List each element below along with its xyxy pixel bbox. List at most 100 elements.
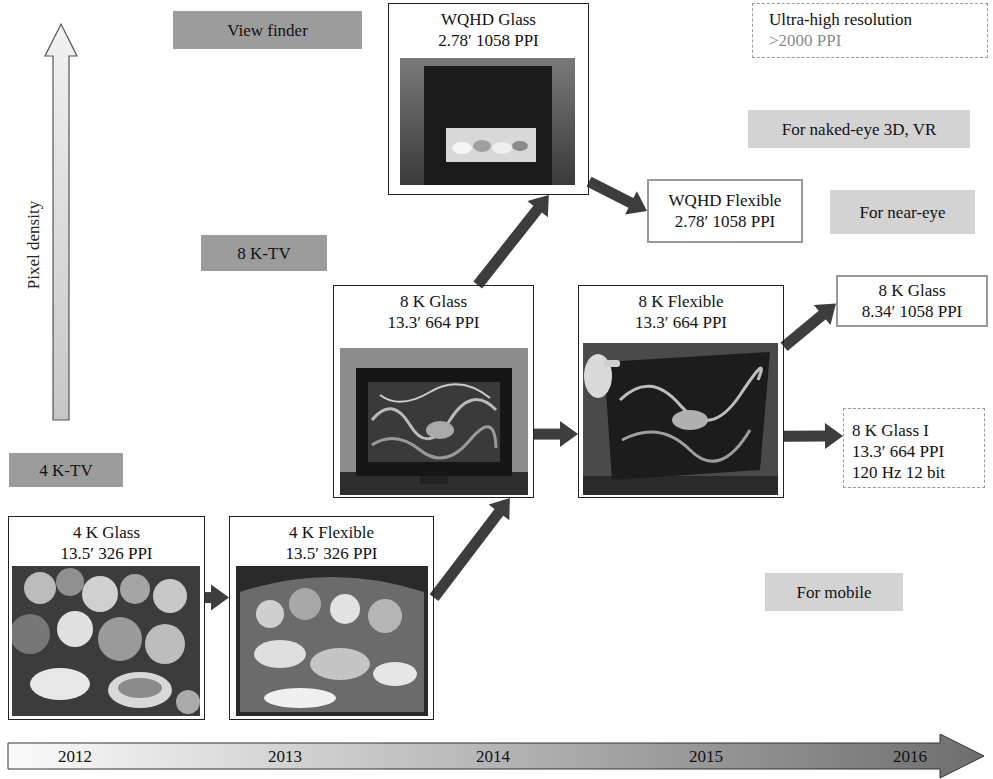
photo-4k-glass <box>120 574 150 604</box>
photo-wqhd-glass <box>446 128 536 162</box>
photo-4k-glass <box>108 672 172 708</box>
node-text: 2.78′ 1058 PPI <box>438 30 539 51</box>
photo-4k-glass <box>118 678 162 698</box>
photo-4k-flexible <box>240 577 424 712</box>
photo-4k-flexible <box>256 600 284 628</box>
photo-8k-flexible <box>583 343 778 495</box>
node-text: View finder <box>227 20 308 41</box>
photo-8k-flexible <box>604 360 620 367</box>
target-box: 8 K Glass I13.3′ 664 PPI120 Hz 12 bit <box>843 408 985 488</box>
photo-4k-glass <box>145 624 185 664</box>
flow-arrow <box>784 423 843 449</box>
photo-wqhd-glass <box>473 140 491 152</box>
node-text: 4 K Glass <box>73 522 140 543</box>
axis-label: Pixel density <box>23 145 45 345</box>
photo-4k-glass <box>12 566 200 716</box>
photo-4k-flexible <box>330 594 360 624</box>
photo-8k-glass <box>426 421 454 439</box>
photo-4k-flexible <box>254 640 306 668</box>
node-text: 13.3′ 664 PPI <box>852 441 944 462</box>
node-text: 4 K-TV <box>39 460 92 481</box>
photo-4k-glass <box>56 568 84 596</box>
arrow-head <box>825 423 843 449</box>
arrow-shaft <box>478 208 539 285</box>
node-text: 120 Hz 12 bit <box>852 462 945 483</box>
photo-wqhd-glass <box>424 66 552 185</box>
flow-arrow <box>434 498 510 598</box>
year-label: 2013 <box>268 746 302 767</box>
arrow-shaft <box>205 592 212 603</box>
node-text: 8 K-TV <box>237 243 290 264</box>
flow-arrow <box>205 585 229 611</box>
arrow-head <box>527 195 548 217</box>
node-text: WQHD Flexible <box>669 190 782 211</box>
photo-8k-glass <box>368 382 500 462</box>
flow-arrow <box>534 421 578 447</box>
node-text: 13.5′ 326 PPI <box>60 543 152 564</box>
display-box: 8 K Flexible13.3′ 664 PPI <box>578 285 784 498</box>
spec-box: WQHD Flexible2.78′ 1058 PPI <box>647 179 803 243</box>
node-text: >2000 PPI <box>769 30 841 51</box>
flow-arrow <box>784 304 836 347</box>
photo-4k-flexible <box>264 688 336 708</box>
node-text: 8.34′ 1058 PPI <box>862 301 963 322</box>
arrow-head <box>489 498 510 520</box>
photo-8k-glass <box>356 368 512 476</box>
arrow-shaft <box>784 431 826 442</box>
display-box: 4 K Glass13.5′ 326 PPI <box>8 516 205 720</box>
pixel-density-arrow <box>45 24 77 420</box>
node-text: 8 K Glass <box>878 280 945 301</box>
photo-8k-flexible <box>604 352 770 480</box>
photo-4k-flexible <box>236 566 428 716</box>
year-label: 2016 <box>893 746 927 767</box>
photo-wqhd-glass <box>492 142 512 154</box>
application-tag: For mobile <box>765 573 903 611</box>
photo-8k-glass <box>420 476 448 484</box>
node-text: For near-eye <box>859 202 945 223</box>
photo-4k-glass <box>98 617 142 661</box>
application-tag: 8 K-TV <box>201 235 327 271</box>
node-text: 4 K Flexible <box>289 522 374 543</box>
node-text: 8 K Glass <box>400 291 467 312</box>
photo-4k-glass <box>57 611 93 647</box>
photo-wqhd-glass <box>400 58 575 185</box>
photo-4k-glass <box>82 576 118 612</box>
node-text: 8 K Flexible <box>639 291 724 312</box>
photo-4k-flexible <box>373 662 417 686</box>
photo-8k-flexible <box>622 430 750 461</box>
node-text: For naked-eye 3D, VR <box>782 119 937 140</box>
arrow-head <box>625 191 647 214</box>
photo-8k-glass <box>340 348 528 495</box>
photo-4k-flexible <box>236 566 428 716</box>
photo-4k-glass <box>153 579 187 613</box>
display-box: 4 K Flexible13.5′ 326 PPI <box>229 516 434 720</box>
arrow-head <box>560 421 578 447</box>
photo-4k-flexible <box>289 588 321 620</box>
node-text: 8 K Glass I <box>852 420 929 441</box>
year-label: 2014 <box>476 746 510 767</box>
target-box: Ultra-high resolution>2000 PPI <box>752 3 988 58</box>
node-text: 13.3′ 664 PPI <box>635 312 727 333</box>
photo-4k-flexible <box>368 599 402 633</box>
timeline-arrow <box>8 734 984 778</box>
photo-4k-glass <box>24 572 56 604</box>
photo-4k-glass <box>30 668 90 700</box>
photo-wqhd-glass <box>452 142 472 154</box>
photo-4k-glass <box>12 614 50 654</box>
photo-8k-glass <box>340 348 528 495</box>
photo-8k-glass <box>380 384 490 402</box>
node-text: 13.5′ 326 PPI <box>285 543 377 564</box>
photo-8k-flexible <box>583 343 778 495</box>
application-tag: 4 K-TV <box>9 453 123 487</box>
node-text: 13.3′ 664 PPI <box>387 312 479 333</box>
year-label: 2015 <box>689 746 723 767</box>
pixel-density-arrow <box>45 24 77 420</box>
flow-arrow <box>478 195 549 285</box>
arrow-shaft <box>434 512 500 598</box>
spec-box: 8 K Glass8.34′ 1058 PPI <box>836 275 988 327</box>
arrow-shaft <box>534 429 561 440</box>
node-text: For mobile <box>796 582 871 603</box>
arrow-shaft <box>784 314 823 346</box>
node-text: 2.78′ 1058 PPI <box>675 211 776 232</box>
